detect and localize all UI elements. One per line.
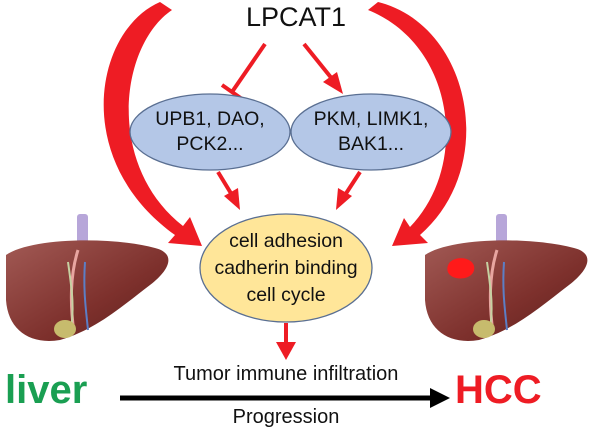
center-oval-line2: cadherin binding: [214, 257, 358, 279]
progression-arrow: [120, 388, 450, 408]
healthy-liver: [6, 214, 169, 341]
left-oval: [129, 93, 291, 171]
hcc-liver: [425, 214, 588, 341]
right-oval-line2: BAK1...: [337, 133, 405, 155]
inhibition-arrow: [220, 42, 267, 101]
liver-label: liver: [5, 368, 88, 412]
center-oval-line1: cell adhesion: [229, 230, 343, 252]
arrow-top-label: Tumor immune infiltration: [173, 363, 399, 385]
right-curved-arrow: [368, 2, 467, 246]
center-oval-label: cell adhesion cadherin binding cell cycl…: [200, 228, 372, 309]
left-oval-label: UPB1, DAO, PCK2...: [130, 107, 290, 157]
center-oval: [199, 213, 373, 323]
right-oval-to-center-arrow: [336, 170, 362, 210]
activation-arrow: [302, 42, 343, 94]
center-down-arrow: [276, 323, 296, 360]
right-oval-label: PKM, LIMK1, BAK1...: [291, 107, 451, 157]
tumor-spot: [447, 258, 475, 279]
left-oval-to-center-arrow: [216, 170, 240, 210]
diagram-title: LPCAT1: [245, 2, 347, 32]
right-oval: [290, 93, 452, 171]
left-oval-line2: PCK2...: [176, 133, 244, 155]
left-oval-line1: UPB1, DAO,: [155, 108, 265, 130]
center-oval-line3: cell cycle: [246, 284, 326, 306]
arrow-bottom-label: Progression: [232, 406, 340, 428]
right-oval-line1: PKM, LIMK1,: [313, 108, 429, 130]
left-curved-arrow: [103, 2, 202, 246]
hcc-label: HCC: [455, 368, 542, 412]
